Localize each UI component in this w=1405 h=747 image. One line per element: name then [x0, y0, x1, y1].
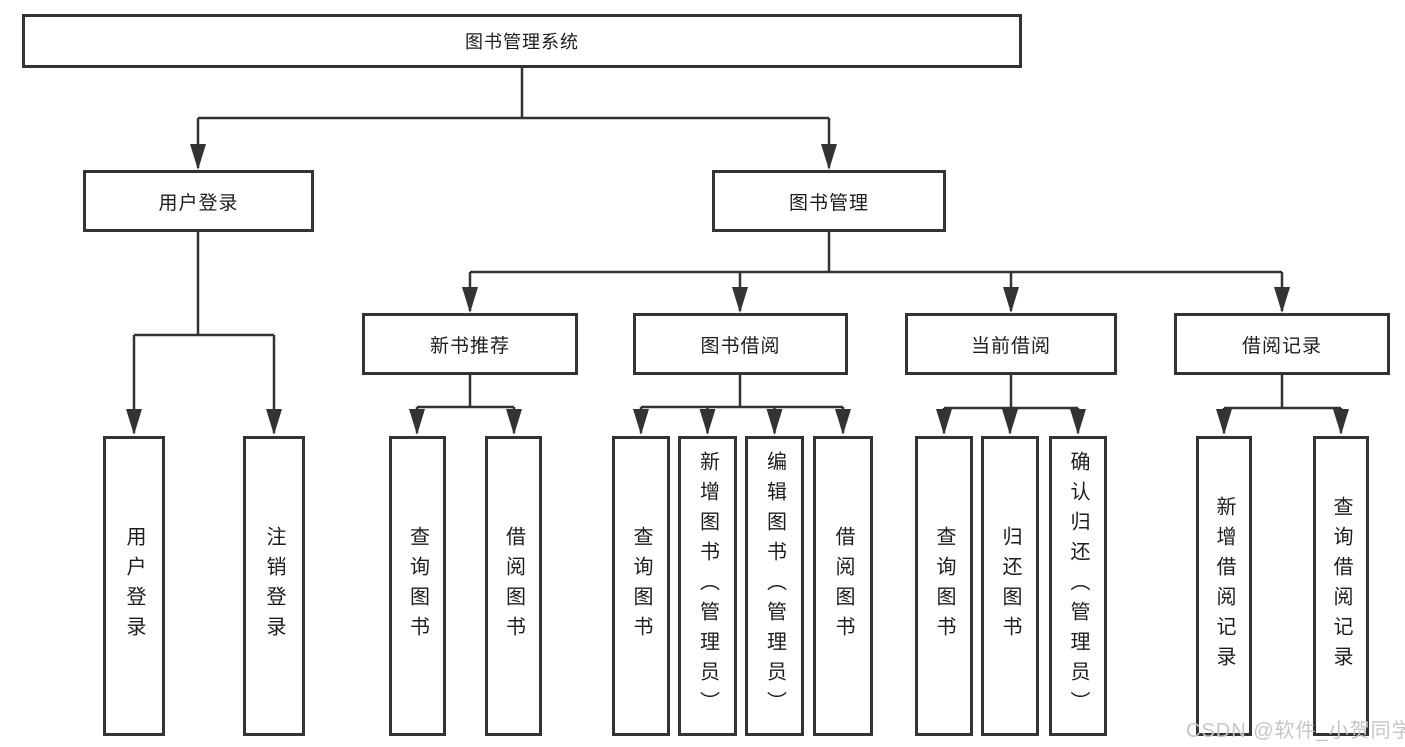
- leaf-query-borrow-record: 查询借阅记录: [1313, 436, 1369, 736]
- leaf-label: 查询图书: [933, 526, 955, 646]
- leaf-logout: 注销登录: [243, 436, 305, 736]
- leaf-add-borrow-record: 新增借阅记录: [1196, 436, 1252, 736]
- leaf-label: 查询图书: [630, 526, 652, 646]
- node-label: 图书管理系统: [465, 32, 579, 52]
- leaf-label: 用户登录: [123, 526, 145, 646]
- leaf-label: 借阅图书: [832, 526, 854, 646]
- node-borrow-records: 借阅记录: [1174, 313, 1390, 375]
- leaf-user-login: 用户登录: [103, 436, 165, 736]
- leaf-query-books: 查询图书: [915, 436, 973, 736]
- leaf-label: 新增图书（管理员）: [696, 451, 719, 721]
- leaf-borrow-books: 借阅图书: [813, 436, 873, 736]
- leaf-label: 归还图书: [999, 526, 1021, 646]
- node-library-management-system: 图书管理系统: [22, 14, 1022, 68]
- leaf-label: 借阅图书: [502, 526, 525, 646]
- node-label: 借阅记录: [1241, 335, 1322, 357]
- leaf-edit-books-admin: 编辑图书（管理员）: [745, 436, 804, 736]
- node-label: 用户登录: [158, 192, 239, 214]
- node-book-borrow: 图书借阅: [633, 313, 848, 375]
- watermark: CSDN @软件_小贺同学: [1186, 720, 1405, 742]
- leaf-label: 查询借阅记录: [1330, 496, 1352, 676]
- leaf-add-books-admin: 新增图书（管理员）: [678, 436, 737, 736]
- leaf-query-books: 查询图书: [389, 436, 446, 736]
- node-user-login: 用户登录: [83, 170, 314, 232]
- leaf-borrow-books: 借阅图书: [485, 436, 542, 736]
- node-label: 当前借阅: [970, 335, 1051, 357]
- node-book-management: 图书管理: [712, 170, 946, 232]
- leaf-label: 查询图书: [406, 526, 429, 646]
- node-label: 图书管理: [788, 192, 869, 214]
- leaf-return-books: 归还图书: [981, 436, 1039, 736]
- leaf-label: 确认归还（管理员）: [1067, 451, 1089, 721]
- leaf-query-books: 查询图书: [612, 436, 670, 736]
- node-label: 图书借阅: [700, 335, 781, 357]
- node-label: 新书推荐: [429, 335, 510, 357]
- node-new-book-recommend: 新书推荐: [362, 313, 578, 375]
- leaf-label: 注销登录: [263, 526, 285, 646]
- leaf-confirm-return-admin: 确认归还（管理员）: [1049, 436, 1107, 736]
- leaf-label: 新增借阅记录: [1213, 496, 1235, 676]
- node-current-borrow: 当前借阅: [905, 313, 1117, 375]
- leaf-label: 编辑图书（管理员）: [763, 451, 786, 721]
